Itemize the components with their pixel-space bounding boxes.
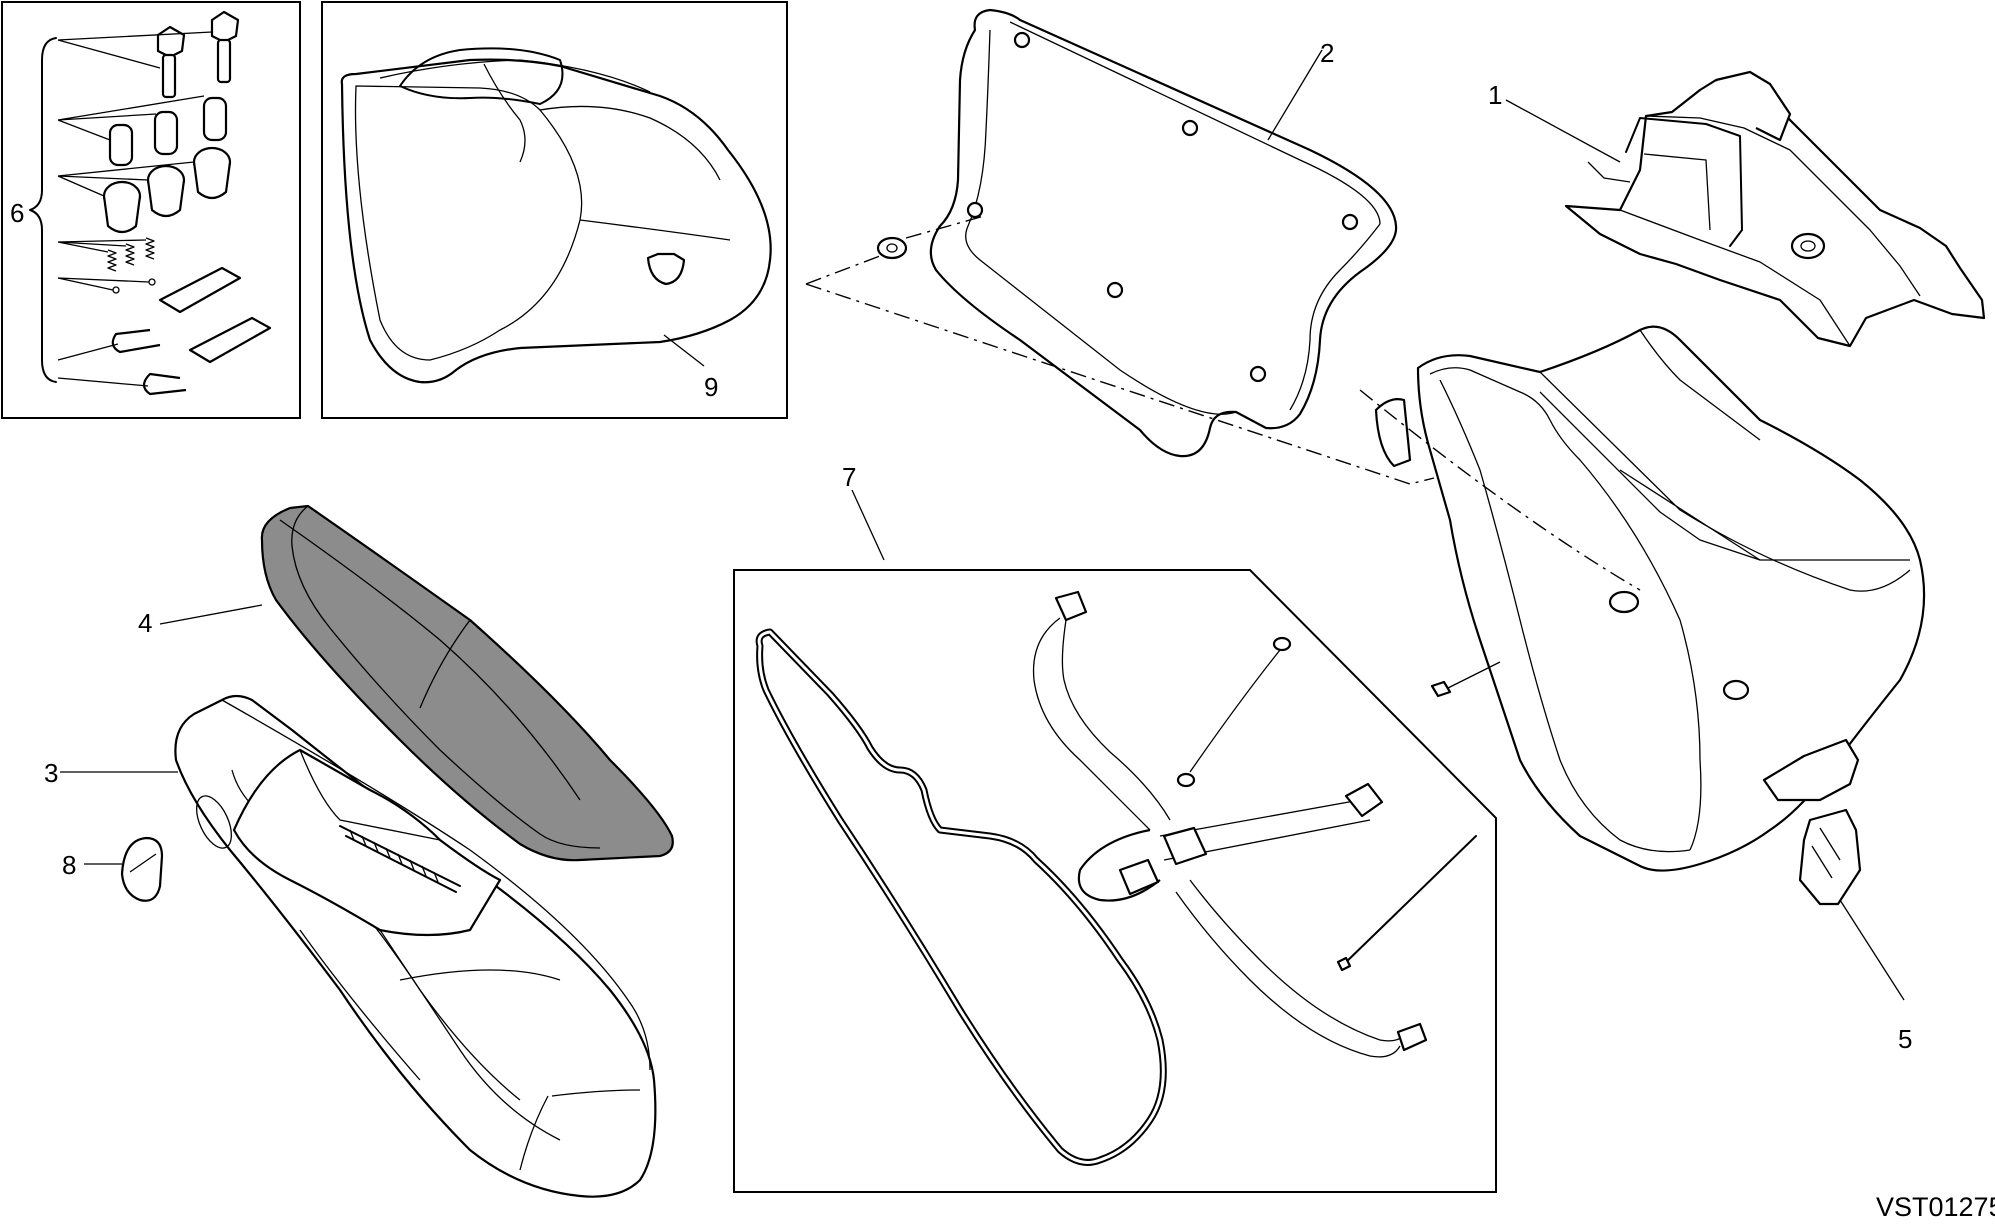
spring-icon [107, 237, 155, 272]
part-label-7: 7 [842, 462, 856, 492]
assembly-line [805, 255, 881, 285]
screw-icon [1430, 661, 1501, 698]
panel-stud-icons [966, 31, 1359, 383]
part-label-4: 4 [138, 608, 152, 638]
strap-icon [1032, 590, 1428, 1058]
lock-key-kit-box: 6 [1, 1, 301, 419]
part-label-6: 6 [10, 198, 24, 228]
gasket-seal-icon [755, 628, 1167, 1166]
case-grommet-icon [1608, 590, 1640, 614]
part-label-8: 8 [62, 850, 76, 880]
key-icon [156, 10, 240, 99]
inner-panel-part: 2 [876, 8, 1398, 458]
drawing-code: VST01275 [1876, 1192, 1995, 1222]
part-label-9: 9 [704, 372, 718, 402]
lid-cover-part: 4 [138, 504, 674, 862]
part-label-5: 5 [1898, 1024, 1912, 1054]
badge-part: 8 [62, 836, 164, 902]
part-label-2: 2 [1320, 38, 1334, 68]
part-label-1: 1 [1488, 80, 1502, 110]
cable-tie-icon [1336, 835, 1477, 972]
gasket-strap-kit-box: 7 [733, 462, 1497, 1193]
lock-cylinder-icon [108, 96, 228, 167]
tether-cord-icon [1176, 636, 1292, 788]
lock-barrel-icon [102, 146, 232, 234]
lock-slide-icon [111, 266, 272, 396]
case-body-part: 5 [1374, 325, 1926, 1054]
inner-bag-icon [340, 47, 772, 384]
part-label-3: 3 [44, 758, 58, 788]
washer-icon [876, 236, 908, 260]
bracket-part: 1 [1488, 70, 1986, 348]
inner-bag-box: 9 [321, 1, 788, 419]
case-shell-part: 3 [44, 694, 657, 1198]
